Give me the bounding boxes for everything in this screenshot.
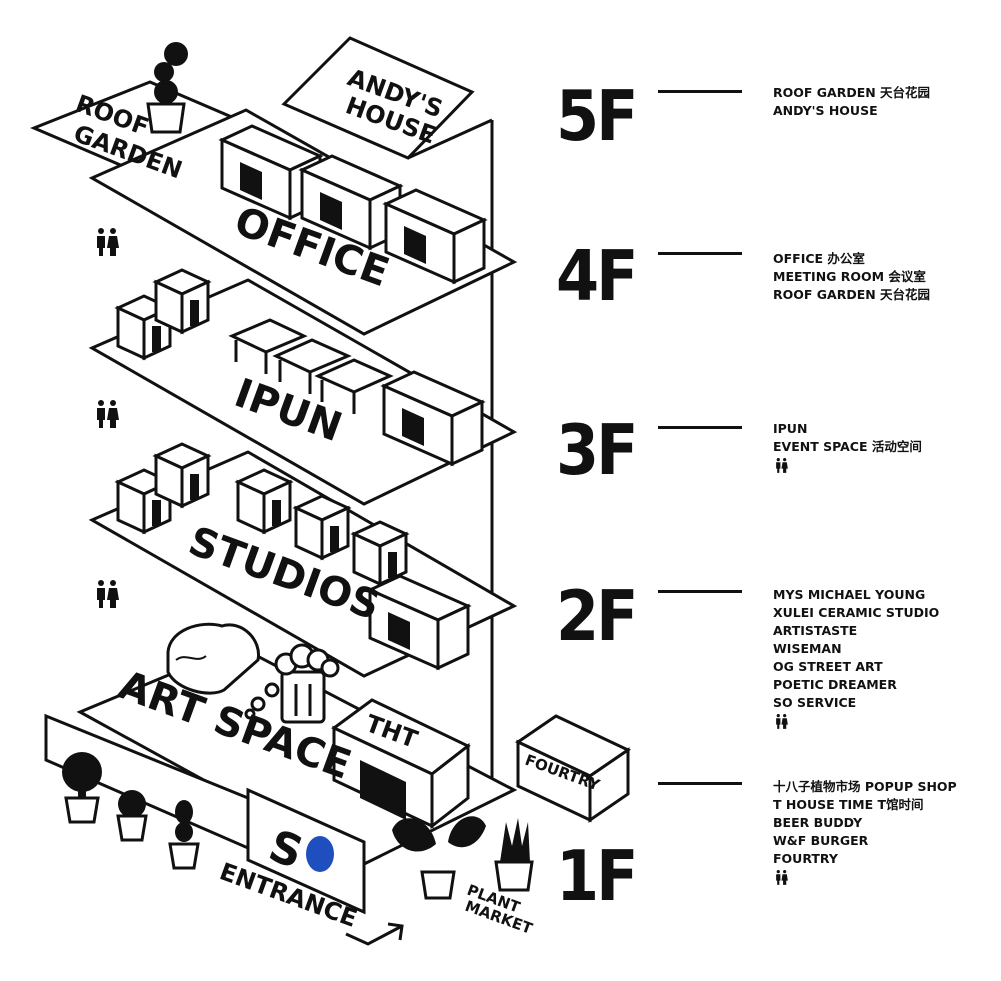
list-item: OG STREET ART [773,659,883,674]
floor-4f-plate [88,108,518,336]
list-item: ROOF GARDEN 天台花园 [773,85,931,100]
tick-4f [658,252,742,255]
list-item: MYS MICHAEL YOUNG [773,587,926,602]
floor-2f-list: MYS MICHAEL YOUNG XULEI CERAMIC STUDIO A… [773,586,939,735]
floor-3f-plate [88,268,518,506]
list-item: EVENT SPACE 活动空间 [773,439,922,454]
list-item: SO SERVICE [773,695,857,710]
fourtry-box [514,714,632,823]
list-item: ROOF GARDEN 天台花园 [773,287,931,302]
restroom-icon [97,580,119,608]
floor-label-3f: 3F [556,409,639,492]
list-item: POETIC DREAMER [773,677,897,692]
floor-5f-list: ROOF GARDEN 天台花园 ANDY'S HOUSE [773,84,930,120]
so-blue-dot [306,836,334,872]
list-item: XULEI CERAMIC STUDIO [773,605,940,620]
tick-1f [658,782,742,785]
floor-label-1f: 1F [556,835,639,918]
restroom-icon [776,870,788,885]
floor-label-2f: 2F [556,575,639,658]
floor-1f-plate [44,622,518,915]
list-item: BEER BUDDY [773,815,863,830]
floor-3f-list: IPUN EVENT SPACE 活动空间 [773,420,922,479]
floor-4f-list: OFFICE 办公室 MEETING ROOM 会议室 ROOF GARDEN … [773,250,930,304]
restroom-icon [97,228,119,256]
beer-mug-illustration [244,643,340,724]
list-item: T HOUSE TIME T馆时间 [773,797,924,812]
tick-5f [658,90,742,93]
list-item: WISEMAN [773,641,842,656]
tick-2f [658,590,742,593]
list-item: 十八子植物市场 POPUP SHOP [773,779,957,794]
tick-3f [658,426,742,429]
list-item: MEETING ROOM 会议室 [773,269,926,284]
floor-label-4f: 4F [556,235,639,318]
list-item: W&F BURGER [773,833,869,848]
entrance-arrow-icon [345,922,404,946]
floor-5f-plates [30,36,493,172]
bread-illustration [166,622,260,695]
floor-1f-list: 十八子植物市场 POPUP SHOP T HOUSE TIME T馆时间 BEE… [773,778,957,891]
restroom-icon [97,400,119,428]
plant-pot-icon [62,42,534,900]
floor-label-5f: 5F [556,75,639,158]
list-item: FOURTRY [773,851,838,866]
restroom-icon [776,458,788,473]
list-item: ARTISTASTE [773,623,858,638]
list-item: IPUN [773,421,808,436]
floor-2f-plate [88,442,518,678]
restroom-icon [776,714,788,729]
list-item: OFFICE 办公室 [773,251,865,266]
list-item: ANDY'S HOUSE [773,103,878,118]
